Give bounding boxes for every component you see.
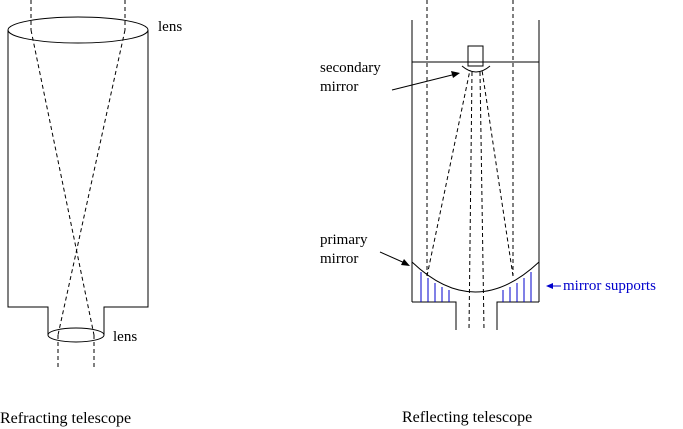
- secondary-mirror-label-line1: secondary: [320, 60, 381, 76]
- primary-mirror-label-line1: primary: [320, 232, 368, 248]
- reflecting-telescope: secondary mirror primary mirror mirror s…: [320, 0, 656, 426]
- primary-mirror: [411, 261, 540, 293]
- eyepiece-lens-label: lens: [113, 329, 137, 345]
- ray: [468, 71, 473, 331]
- objective-lens-label: lens: [158, 19, 182, 35]
- eyepiece-lens: [47, 327, 105, 343]
- refracting-caption: Refracting telescope: [0, 410, 131, 427]
- secondary-arrow-head: [451, 71, 460, 78]
- ray: [479, 71, 485, 331]
- primary-arrow-head: [401, 259, 410, 266]
- secondary-mirror: [461, 65, 491, 73]
- ray: [57, 29, 126, 336]
- refracting-telescope: lens lens Refracting telescope: [0, 0, 182, 427]
- ray: [481, 69, 514, 277]
- secondary-mirror-holder: [467, 45, 484, 67]
- refractor-tube: [7, 30, 149, 335]
- ray: [426, 69, 471, 277]
- secondary-mirror-label-line2: mirror: [320, 79, 358, 95]
- primary-mirror-label-line2: mirror: [320, 251, 358, 267]
- mirror-supports: [420, 272, 532, 302]
- secondary-arrow-line: [391, 73, 457, 91]
- supports-arrow-head: [546, 283, 553, 289]
- reflector-base: [412, 301, 539, 330]
- mirror-supports-label: mirror supports: [563, 278, 656, 294]
- objective-lens: [7, 16, 149, 44]
- ray: [30, 29, 95, 336]
- reflecting-caption: Reflecting telescope: [402, 409, 532, 426]
